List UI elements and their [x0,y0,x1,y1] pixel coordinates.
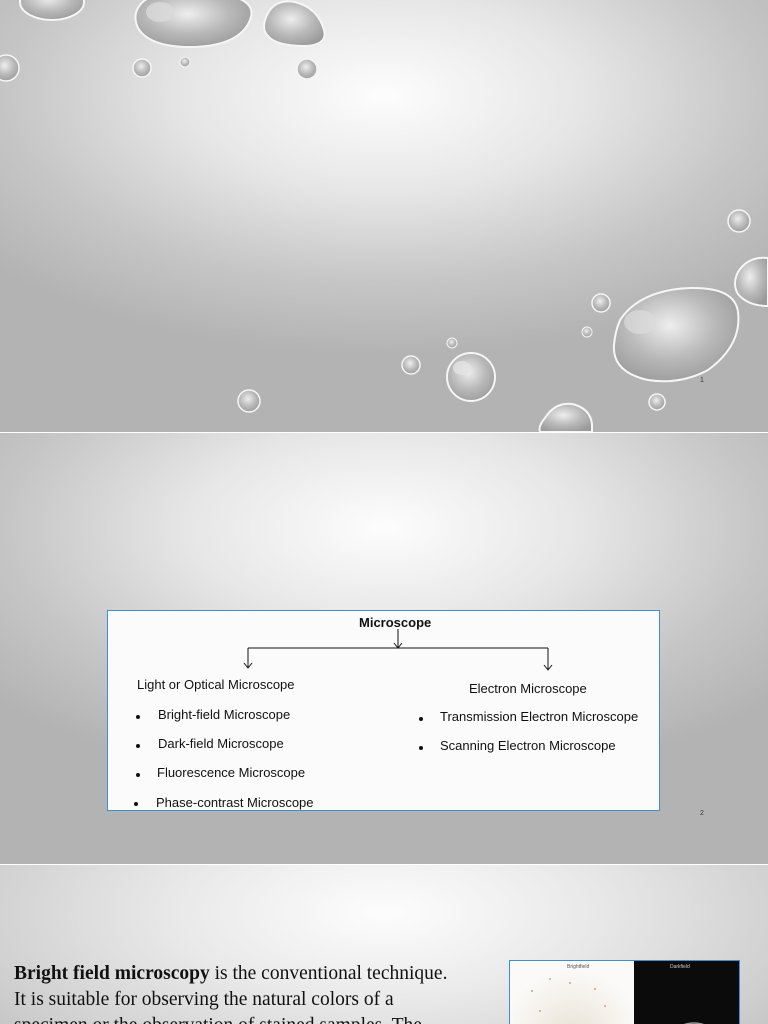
list-item-phase-contrast: Phase-contrast Microscope [156,795,314,810]
water-drops-decoration [0,0,768,432]
darkfield-label: Darkfield [670,964,690,970]
diagram-arrows [243,629,553,671]
slide-number: 2 [700,810,704,817]
slide-number: 1 [700,377,704,384]
brightfield-specimen [531,978,606,1012]
bullet [136,773,140,777]
darkfield-image: Darkfield [634,961,739,1024]
brightfield-darkfield-figure: Brightfield Darkfield [509,960,740,1024]
electron-microscope-heading: Electron Microscope [469,681,587,696]
paragraph-line-1: is the conventional technique. [209,963,448,984]
paragraph-line-2: It is suitable for observing the natural… [14,989,394,1010]
list-item-dark-field: Dark-field Microscope [158,736,284,751]
bullet [419,717,423,721]
bullet [134,802,138,806]
bullet [136,715,140,719]
slide-1: 1 [0,0,768,432]
bullet [136,744,140,748]
bullet [419,746,423,750]
list-item-scanning: Scanning Electron Microscope [440,738,616,753]
list-item-bright-field: Bright-field Microscope [158,707,291,722]
slide-2: Microscope Light or Optical Microscope E… [0,433,768,864]
brightfield-label: Brightfield [567,964,590,970]
light-microscope-heading: Light or Optical Microscope [137,677,295,692]
list-item-transmission: Transmission Electron Microscope [440,709,639,724]
microscope-classification-diagram: Microscope Light or Optical Microscope E… [107,610,660,811]
paragraph-lead: Bright field microscopy [14,963,210,984]
diagram-title: Microscope [359,615,432,630]
slide-3: Bright field microscopy is the conventio… [0,865,768,1024]
darkfield-specimen [684,1022,704,1024]
bright-field-paragraph: Bright field microscopy is the conventio… [14,961,489,1024]
paragraph-line-3: specimen or the observation of stained s… [14,1013,489,1024]
brightfield-image: Brightfield [510,961,634,1024]
list-item-fluorescence: Fluorescence Microscope [157,765,306,780]
